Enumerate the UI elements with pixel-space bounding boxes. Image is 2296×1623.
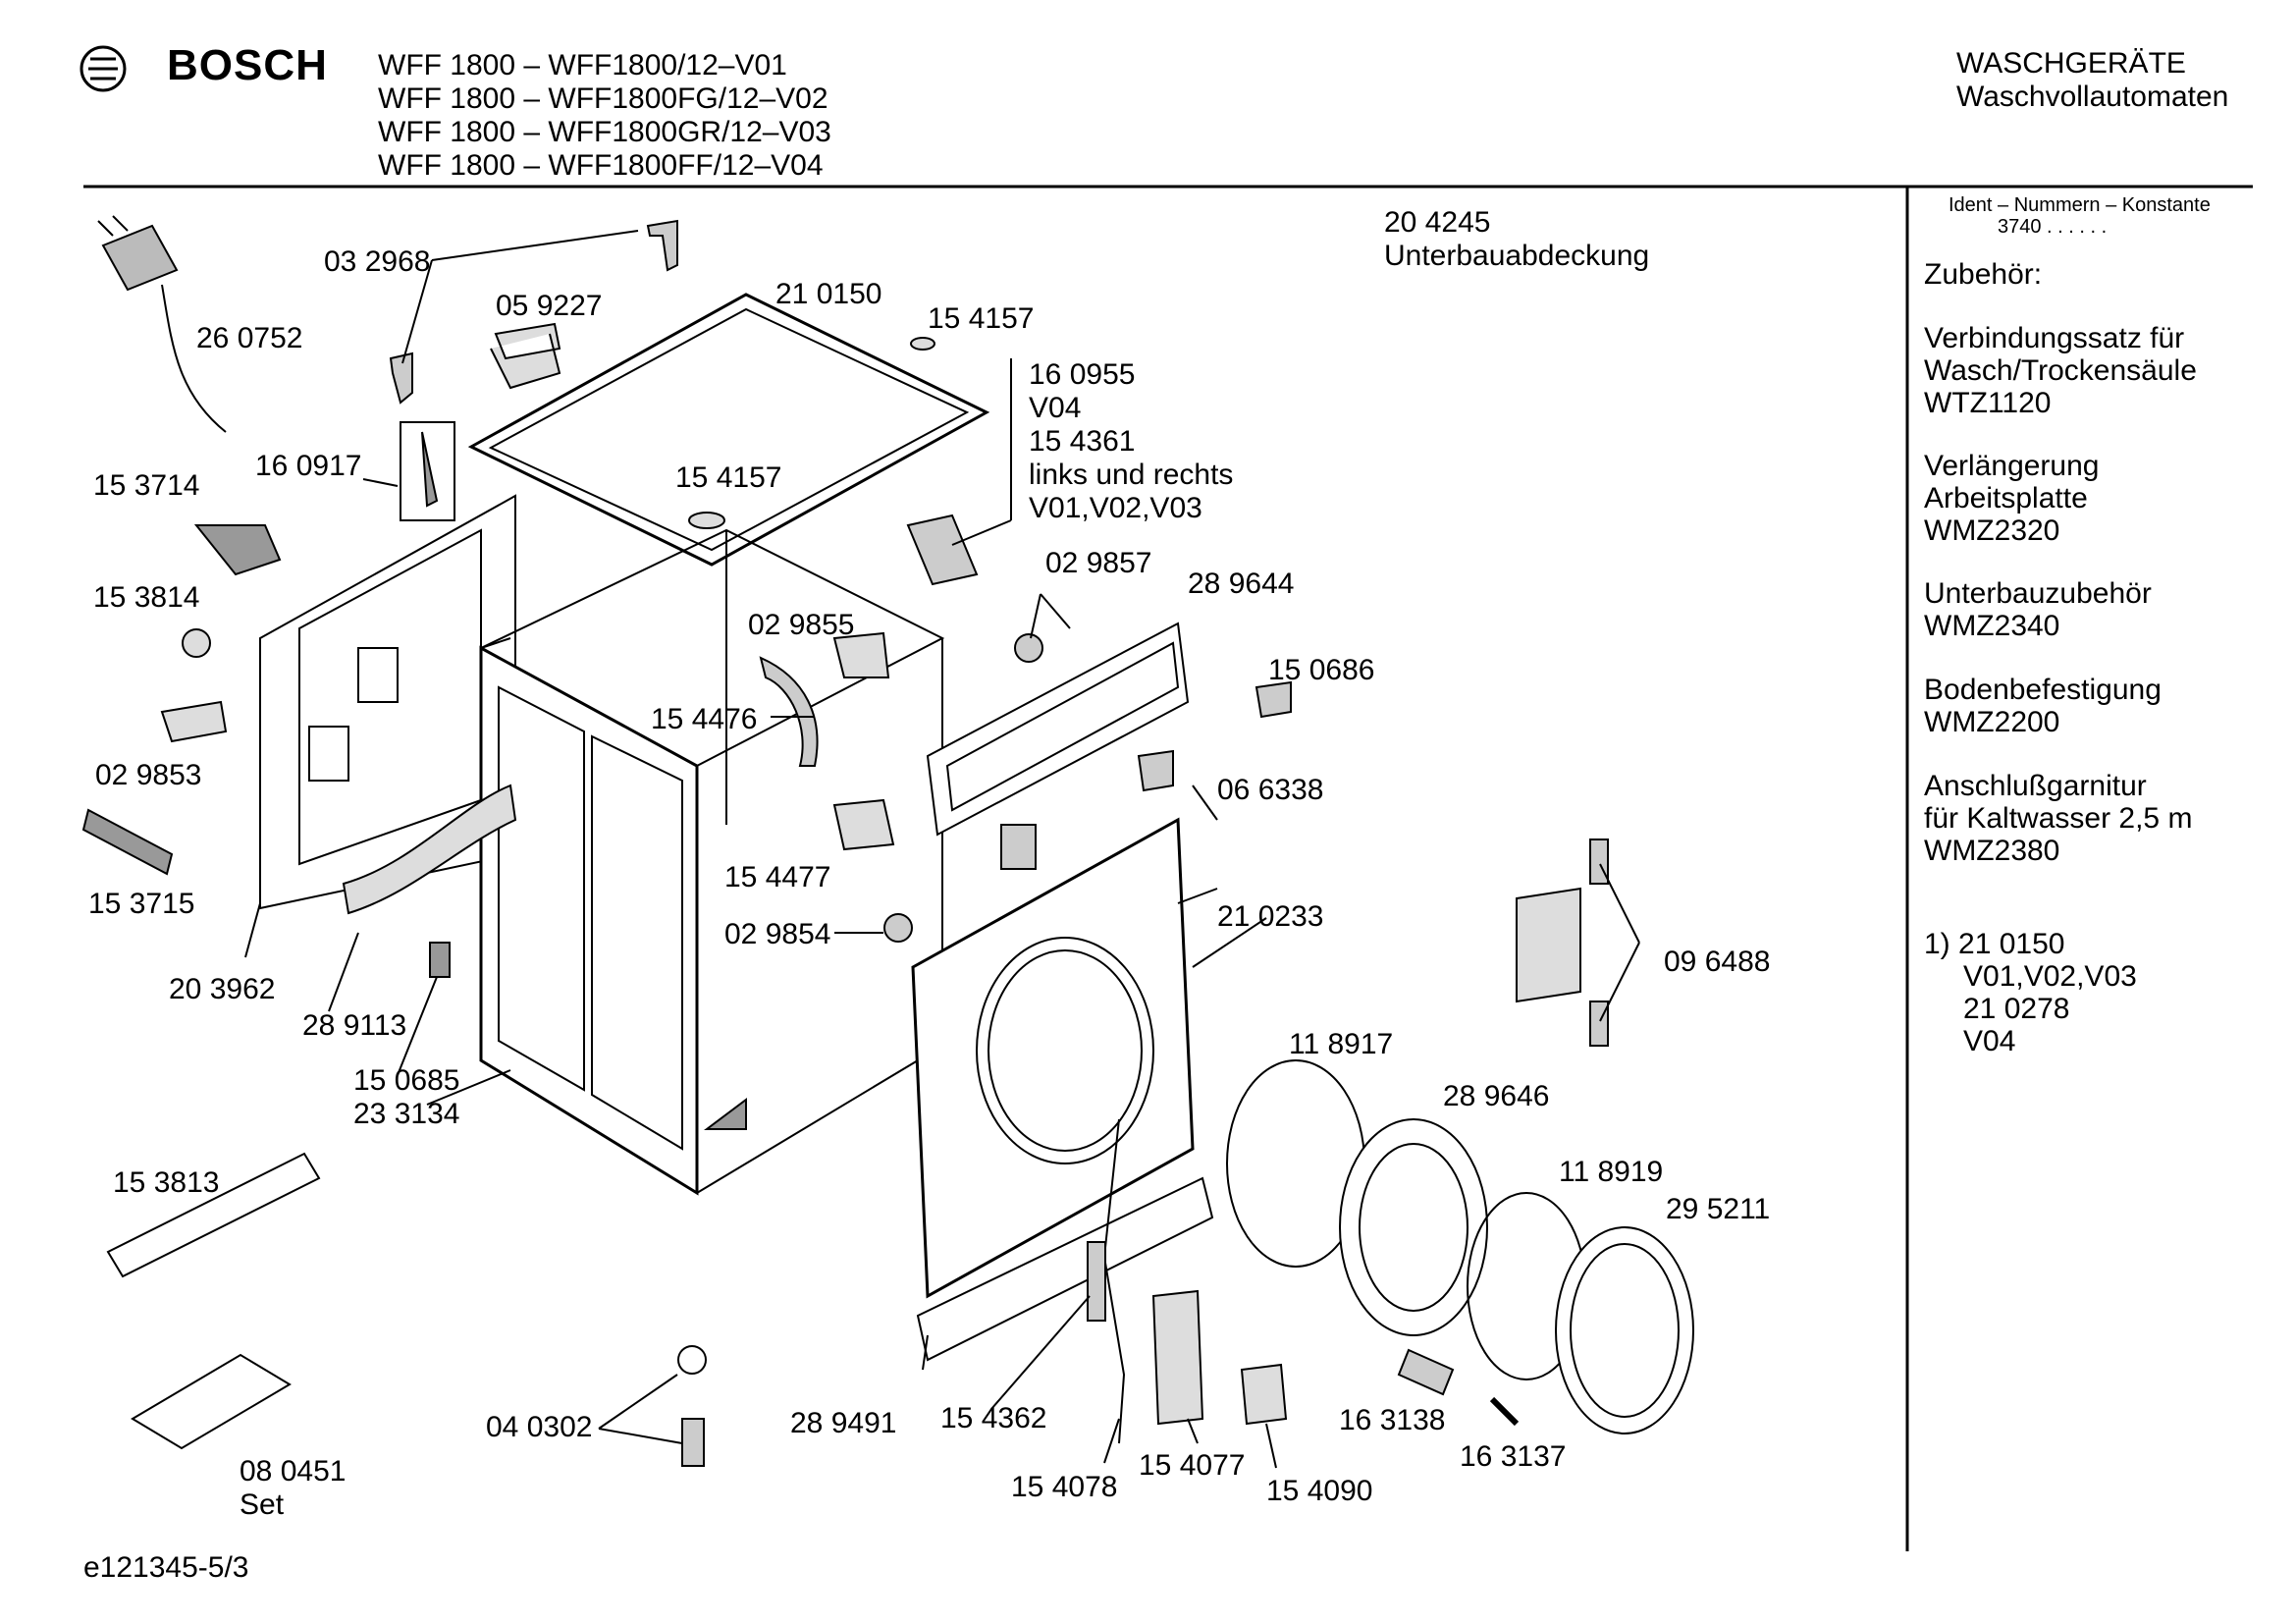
bosch-logo-icon [80, 45, 127, 92]
part-label: V04 [1029, 392, 1082, 424]
part-label: 28 9644 [1188, 568, 1295, 600]
part-label: 02 9857 [1045, 547, 1152, 579]
part-label: 16 0917 [255, 450, 362, 482]
part-label: 15 4090 [1266, 1475, 1373, 1507]
accessory-code: WTZ1120 [1924, 387, 2052, 419]
part-label: 02 9855 [748, 609, 855, 641]
part-label: 15 4157 [675, 461, 782, 494]
part-label: 06 6338 [1217, 774, 1324, 806]
part-label: 15 4477 [724, 861, 831, 893]
part-label: 15 0686 [1268, 654, 1375, 686]
part-label: 15 4361 [1029, 425, 1136, 458]
accessory-line: Wasch/Trockensäule [1924, 354, 2197, 387]
part-label: 28 9646 [1443, 1080, 1550, 1112]
part-label: 15 3714 [93, 469, 200, 502]
part-label: 15 4476 [651, 703, 758, 735]
document-id: e121345-5/3 [83, 1551, 249, 1584]
footnote-line: 21 0278 [1963, 993, 2070, 1025]
accessory-code: WMZ2200 [1924, 706, 2060, 738]
footnote-line: 1) 21 0150 [1924, 928, 2065, 960]
part-label: 15 0685 [353, 1064, 460, 1097]
model-line: WFF 1800 – WFF1800/12–V01 [378, 49, 787, 81]
category-title: WASCHGERÄTE [1956, 47, 2186, 80]
part-label: V01,V02,V03 [1029, 492, 1202, 524]
part-label: 09 6488 [1664, 946, 1771, 978]
model-line: WFF 1800 – WFF1800FF/12–V04 [378, 149, 824, 182]
part-label: links und rechts [1029, 459, 1234, 491]
accessory-line: Anschlußgarnitur [1924, 770, 2147, 802]
part-label: 02 9854 [724, 918, 831, 950]
part-label: 08 0451 [240, 1455, 347, 1488]
part-label: 21 0150 [775, 278, 882, 310]
accessories-title: Zubehör: [1924, 258, 2043, 291]
part-label: 02 9853 [95, 759, 202, 791]
part-label: 15 3814 [93, 581, 200, 614]
model-line: WFF 1800 – WFF1800GR/12–V03 [378, 116, 831, 148]
accessory-code: WMZ2340 [1924, 610, 2060, 642]
part-label: 16 0955 [1029, 358, 1136, 391]
part-label: 15 3715 [88, 888, 195, 920]
accessory-line: Verbindungssatz für [1924, 322, 2185, 354]
part-label: 15 4078 [1011, 1471, 1118, 1503]
accessory-code: WMZ2380 [1924, 835, 2060, 867]
part-label: 15 3813 [113, 1166, 220, 1199]
part-label: Unterbauabdeckung [1384, 240, 1650, 272]
ident-label: Ident – Nummern – Konstante [1949, 194, 2211, 216]
subcategory-title: Waschvollautomaten [1956, 81, 2229, 113]
part-label: 26 0752 [196, 322, 303, 354]
part-label: 16 3137 [1460, 1440, 1567, 1473]
part-label: 05 9227 [496, 290, 603, 322]
part-label: 16 3138 [1339, 1404, 1446, 1436]
part-label: 15 4362 [940, 1402, 1047, 1434]
footnote-line: V01,V02,V03 [1963, 960, 2137, 993]
accessory-line: Verlängerung [1924, 450, 2100, 482]
part-label: 11 8917 [1289, 1028, 1394, 1060]
power-cord-part [97, 215, 227, 433]
model-line: WFF 1800 – WFF1800FG/12–V02 [378, 82, 828, 115]
accessory-line: Bodenbefestigung [1924, 674, 2162, 706]
part-label: 04 0302 [486, 1411, 593, 1443]
part-label: 11 8919 [1559, 1156, 1664, 1188]
part-label: 29 5211 [1666, 1193, 1771, 1225]
part-label: 28 9491 [790, 1407, 897, 1439]
part-label: 15 4077 [1139, 1449, 1246, 1482]
accessory-line: Unterbauzubehör [1924, 577, 2152, 610]
part-label: 21 0233 [1217, 900, 1324, 933]
accessory-line: für Kaltwasser 2,5 m [1924, 802, 2193, 835]
accessory-code: WMZ2320 [1924, 514, 2060, 547]
part-label: 03 2968 [324, 245, 431, 278]
accessory-line: Arbeitsplatte [1924, 482, 2088, 514]
ident-value: 3740 . . . . . . [1998, 216, 2108, 238]
brand-name: BOSCH [167, 41, 328, 89]
part-label: 28 9113 [302, 1009, 407, 1042]
part-label: 20 4245 [1384, 206, 1491, 239]
part-label: 23 3134 [353, 1098, 460, 1130]
part-label: Set [240, 1488, 285, 1521]
footnote-line: V04 [1963, 1025, 2016, 1057]
part-label: 15 4157 [928, 302, 1035, 335]
part-label: 20 3962 [169, 973, 276, 1005]
